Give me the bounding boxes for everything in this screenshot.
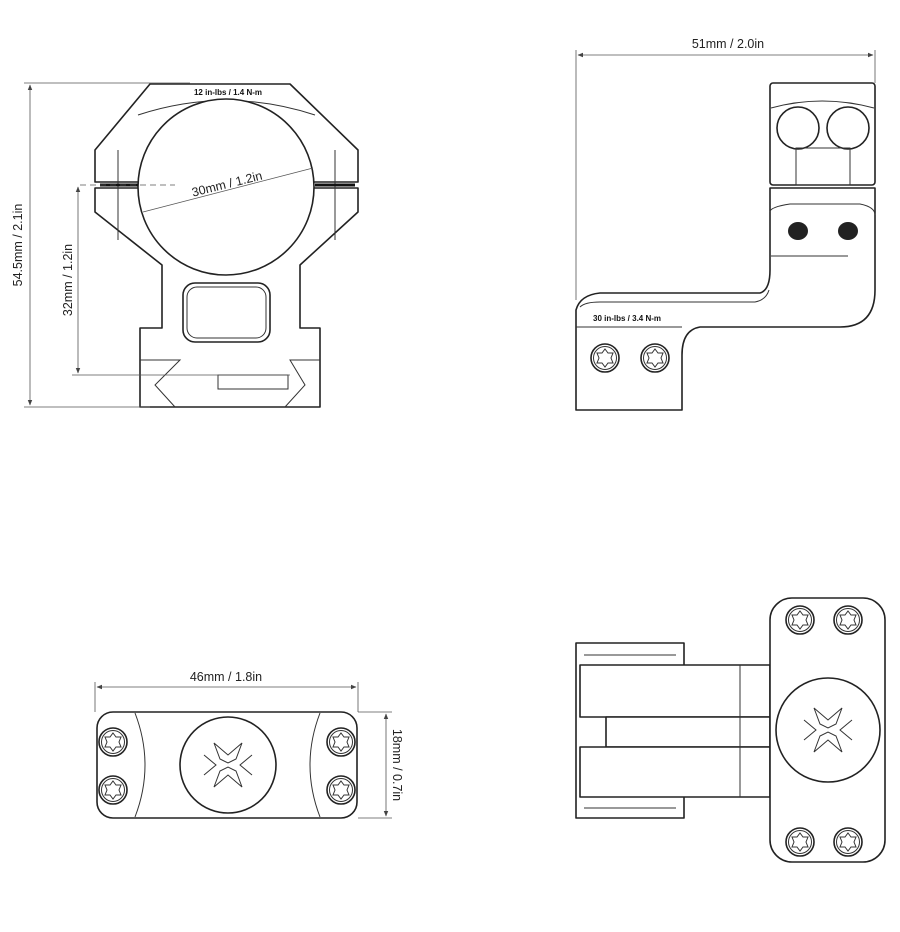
torx-screw-icon [98,727,128,757]
torx-screw-icon [785,827,815,857]
torx-screw-icon [326,727,356,757]
torx-screw-icon [590,343,620,373]
depth-label: 18mm / 0.7in [390,729,404,801]
side-view: 51mm / 2.0in 30 in-lbs / 3.4 N-m [575,37,876,411]
torx-screw-icon [833,605,863,635]
torx-screw-icon [326,775,356,805]
diameter-line [142,167,314,213]
ring-torque-label: 12 in-lbs / 1.4 N-m [194,88,262,97]
ring-body [94,83,359,408]
length-label: 51mm / 2.0in [692,37,764,51]
torx-screw-icon [833,827,863,857]
center-height-label: 32mm / 1.2in [61,244,75,316]
torx-screw-icon [785,605,815,635]
torx-screw-icon [640,343,670,373]
torx-screw-icon [98,775,128,805]
bottom-view [575,597,886,863]
height-label: 54.5mm / 2.1in [11,204,25,287]
width-label: 46mm / 1.8in [190,670,262,684]
recoil-lug-window [182,282,271,343]
top-view: 46mm / 1.8in 18mm / 0.7in [94,670,404,819]
clamp-torque-label: 30 in-lbs / 3.4 N-m [593,314,661,323]
front-view: 12 in-lbs / 1.4 N-m 30mm / 1.2in 54.5mm … [11,82,359,408]
